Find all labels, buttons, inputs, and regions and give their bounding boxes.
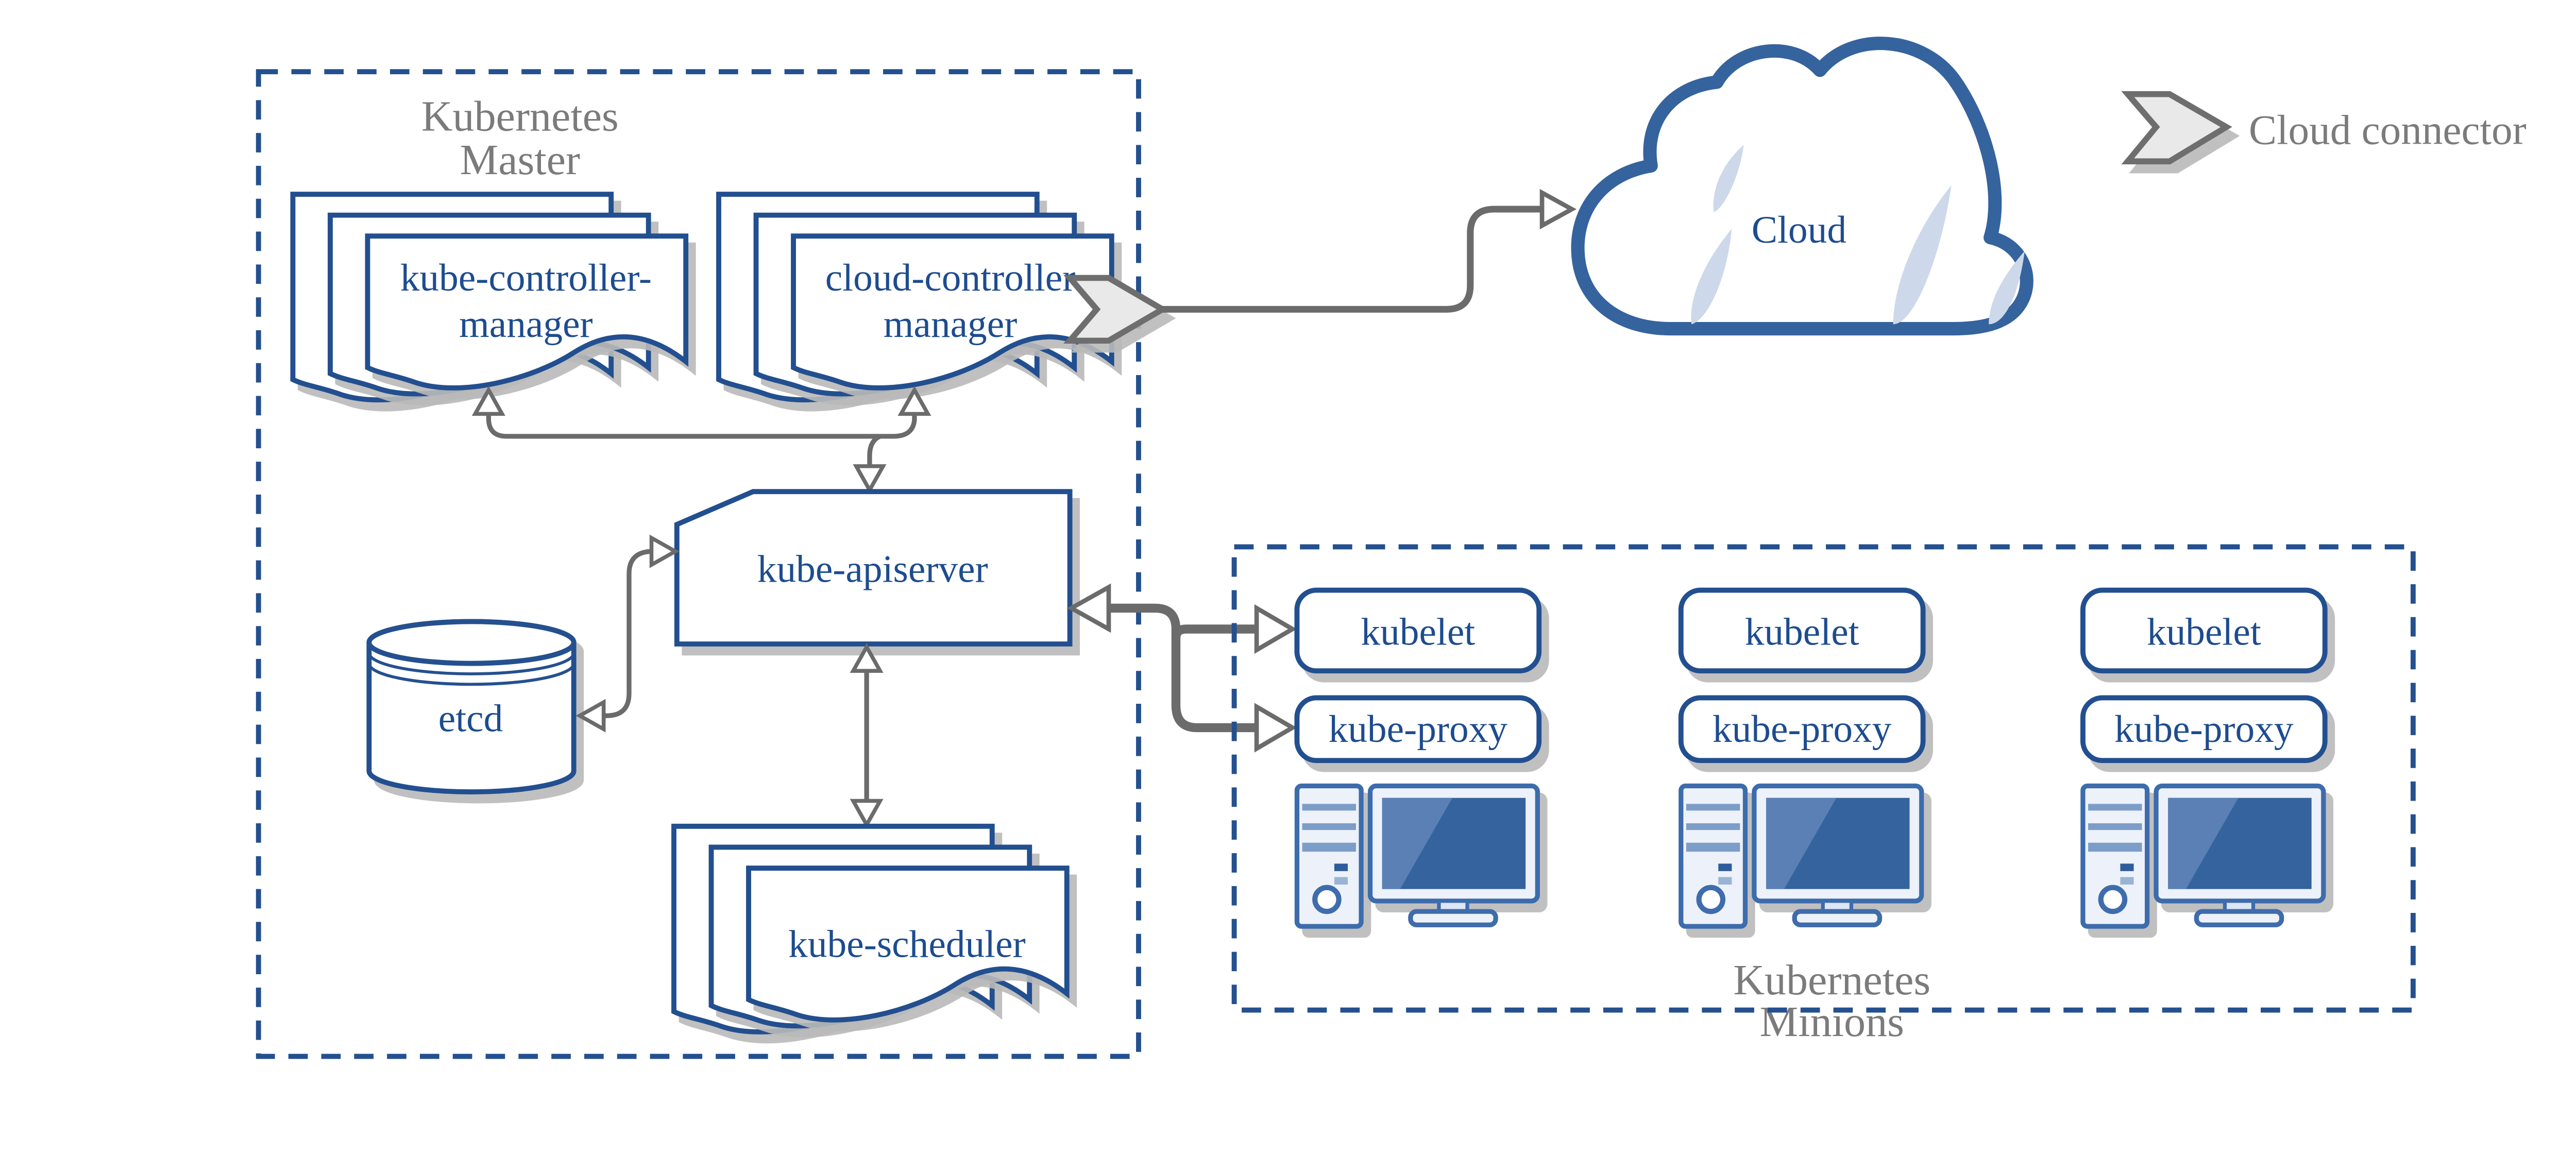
- kube-controller-manager-label-line1: kube-controller-: [400, 257, 652, 299]
- arrowhead-left-etcd: [575, 699, 606, 733]
- legend-chevron-icon: [2121, 91, 2232, 165]
- master-boundary: [256, 69, 1141, 1059]
- kube-proxy-label: kube-proxy: [1713, 708, 1892, 751]
- cloud-label: Cloud: [1752, 209, 1846, 251]
- kubernetes-minions-group: kubelet kube-proxy kubelet kube-proxy ku…: [1231, 544, 2416, 1046]
- cloud-highlight-1: [1713, 145, 1744, 212]
- minion-column-2: kubelet kube-proxy: [1678, 587, 1926, 927]
- arrowhead-right-kubelet: [1254, 604, 1297, 654]
- etcd-node: etcd: [366, 619, 577, 795]
- master-title-line1: Kubernetes: [421, 93, 619, 141]
- kube-proxy-node: [1294, 695, 1542, 764]
- kube-proxy-node: [2080, 695, 2328, 764]
- kube-scheduler-label: kube-scheduler: [788, 923, 1026, 965]
- arrowhead-right-cloud: [1539, 189, 1577, 230]
- kube-controller-manager-label-line2: manager: [459, 303, 593, 346]
- master-title-line2: Master: [460, 136, 581, 184]
- kubelet-label: kubelet: [1745, 611, 1859, 653]
- kube-apiserver-label: kube-apiserver: [757, 548, 988, 590]
- cloud-connector-chevron-icon: [1063, 275, 1168, 344]
- kubernetes-architecture-diagram: Kubernetes Master kube-controller- manag…: [256, 37, 2527, 1059]
- kubelet-label: kubelet: [1361, 611, 1475, 653]
- connector-apiserver-minions: [1066, 583, 1297, 753]
- minions-title-line2: Minions: [1759, 998, 1904, 1046]
- arrowhead-up-kube-controller: [471, 386, 505, 416]
- kube-controller-manager-node: kube-controller- manager: [290, 192, 689, 403]
- kubelet-node: [1294, 587, 1542, 674]
- arrowhead-down-scheduler: [850, 799, 884, 829]
- kube-proxy-label: kube-proxy: [2114, 708, 2294, 751]
- kubelet-label: kubelet: [2147, 611, 2261, 653]
- computer-icon: [1297, 786, 1537, 927]
- legend: Cloud connector: [2121, 91, 2527, 165]
- minions-title-line1: Kubernetes: [1733, 956, 1930, 1004]
- arrowhead-right-kube-proxy: [1254, 703, 1297, 753]
- kubelet-node: [1678, 587, 1926, 674]
- arrowhead-up-cloud-controller: [897, 386, 931, 416]
- cloud-highlight-4: [1989, 251, 2025, 325]
- connector-apiserver-scheduler: [850, 643, 884, 829]
- arrowhead-left-apiserver: [1066, 583, 1111, 633]
- cloud-highlight-2: [1691, 228, 1732, 325]
- connector-controllers-apiserver: [471, 386, 931, 494]
- cloud-controller-manager-label-line1: cloud-controller: [825, 257, 1076, 299]
- minion-column-1: kubelet kube-proxy: [1294, 587, 1542, 927]
- cloud-controller-manager-node: cloud-controller manager: [716, 192, 1114, 403]
- computer-icon: [2083, 786, 2324, 927]
- kubernetes-master-group: Kubernetes Master kube-controller- manag…: [256, 69, 1141, 1059]
- kube-apiserver-node: kube-apiserver: [674, 489, 1073, 647]
- kube-proxy-label: kube-proxy: [1329, 708, 1508, 751]
- connector-etcd-apiserver: [575, 534, 680, 733]
- kube-proxy-node: [1678, 695, 1926, 764]
- arrowhead-down-apiserver: [853, 464, 887, 494]
- connector-chevron-cloud: [1159, 189, 1577, 313]
- cloud-node: Cloud: [1571, 37, 2033, 336]
- arrowhead-right-apiserver: [649, 534, 680, 568]
- arrowhead-up-apiserver: [850, 643, 884, 673]
- kube-scheduler-node: kube-scheduler: [671, 823, 1070, 1035]
- etcd-label: etcd: [438, 698, 503, 740]
- cloud-highlight-3: [1893, 185, 1952, 325]
- legend-label: Cloud connector: [2249, 107, 2527, 153]
- kubelet-node: [2080, 587, 2328, 674]
- cloud-controller-manager-label-line2: manager: [884, 303, 1018, 346]
- minion-column-3: kubelet kube-proxy: [2080, 587, 2328, 927]
- computer-icon: [1681, 786, 1922, 927]
